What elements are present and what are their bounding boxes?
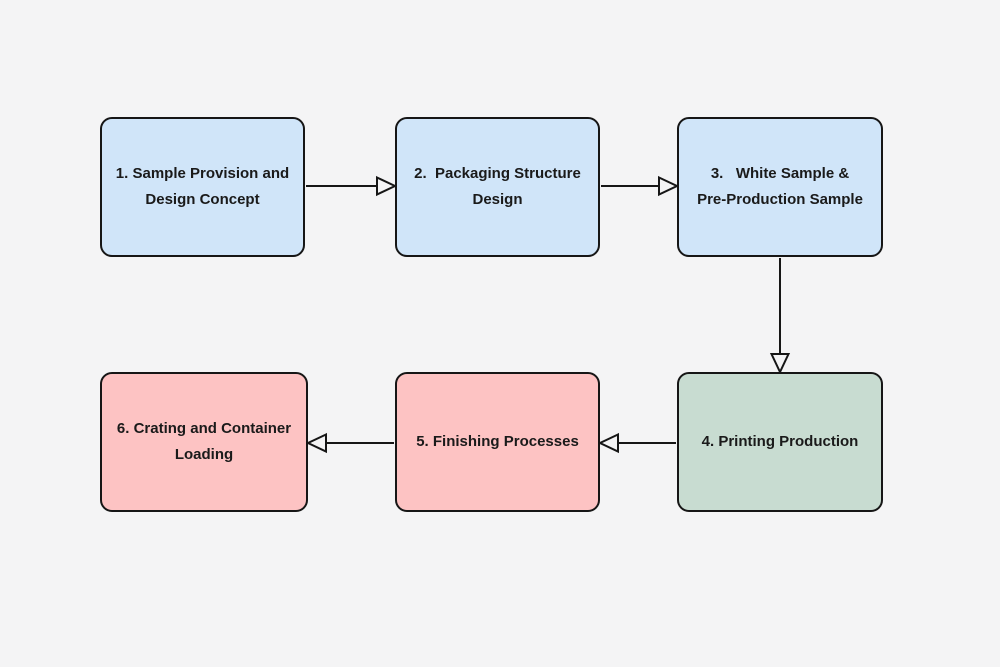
node-label: 6. Crating and Container Loading (116, 420, 292, 463)
node-sample-provision-design-concept: 1. Sample Provision and Design Concept (100, 117, 305, 257)
node-crating-and-container-loading: 6. Crating and Container Loading (100, 372, 308, 512)
node-printing-production: 4. Printing Production (677, 372, 883, 512)
node-label: 4. Printing Production (701, 433, 859, 450)
node-label: 1. Sample Provision and Design Concept (115, 165, 290, 208)
arrowhead-left-icon (597, 432, 619, 454)
arrow-4-to-5 (597, 432, 676, 454)
arrowhead-down-icon (769, 353, 791, 375)
arrow-2-to-3 (601, 175, 680, 197)
node-packaging-structure-design: 2. Packaging Structure Design (395, 117, 600, 257)
node-label: 3. White Sample & Pre-Production Sample (697, 165, 863, 208)
arrow-5-to-6 (305, 432, 394, 454)
arrowhead-left-icon (305, 432, 327, 454)
node-white-sample-pre-production-sample: 3. White Sample & Pre-Production Sample (677, 117, 883, 257)
arrow-3-to-4 (769, 258, 791, 375)
node-label: 2. Packaging Structure Design (414, 165, 581, 208)
arrowhead-right-icon (658, 175, 680, 197)
arrow-1-to-2 (306, 175, 398, 197)
node-label: 5. Finishing Processes (416, 433, 579, 450)
arrowhead-right-icon (376, 175, 398, 197)
node-finishing-processes: 5. Finishing Processes (395, 372, 600, 512)
